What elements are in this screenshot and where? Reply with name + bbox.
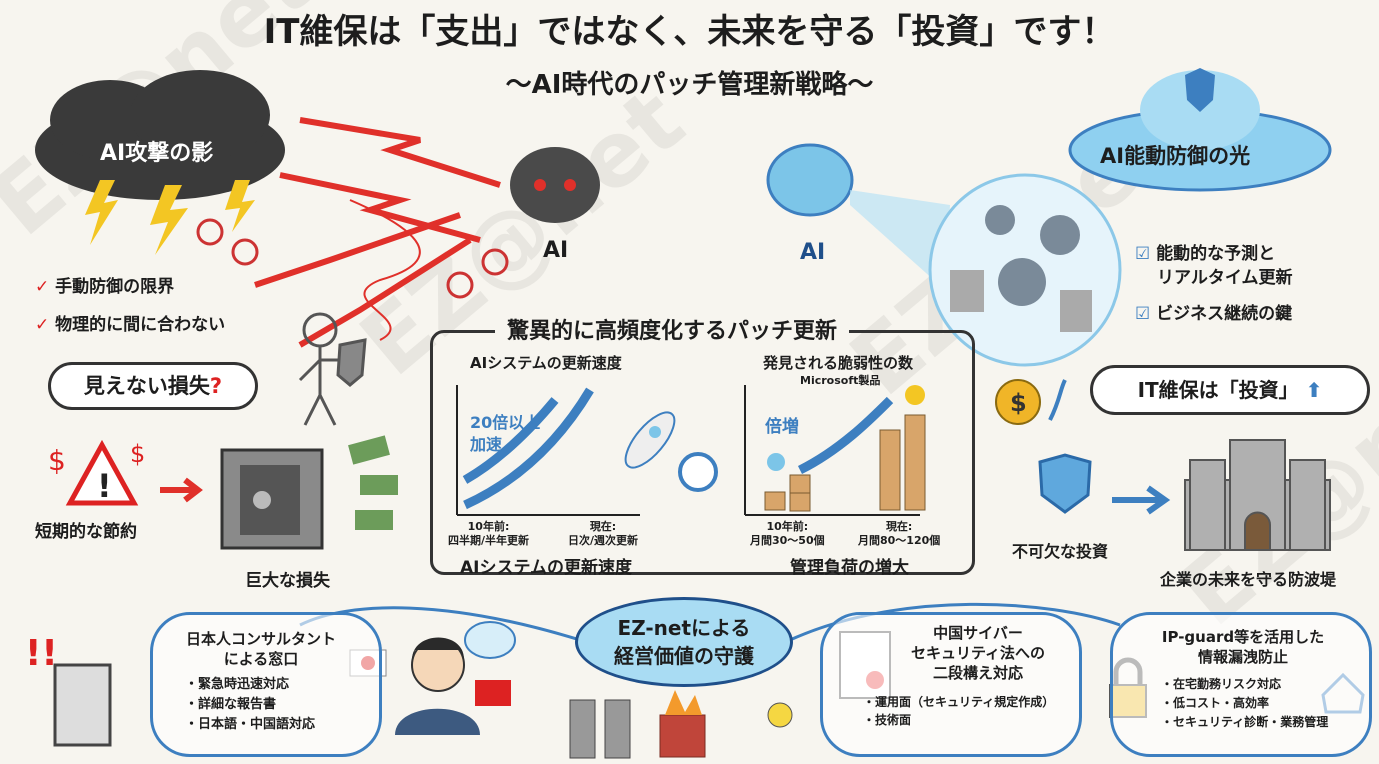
- svg-text:$: $: [1010, 389, 1027, 417]
- check-item: リアルタイム更新: [1157, 268, 1293, 288]
- list-item: ・技術面: [863, 713, 912, 727]
- clock-cycle-icon: [678, 452, 718, 492]
- svg-text:$: $: [130, 440, 145, 468]
- right-checklist: ☑ 能動的な予測と リアルタイム更新 ☑ ビジネス継続の鍵: [1135, 244, 1293, 324]
- broken-safe-icon: [220, 435, 398, 550]
- chart2-caption: 管理負荷の増大: [790, 558, 909, 578]
- check-item: 能動的な予測と: [1156, 244, 1276, 264]
- up-arrow-icon: ⬆: [1305, 378, 1323, 402]
- law-card: 中国サイバー セキュリティ法への 二段構え対応 ・運用面（セキュリティ規定作成）…: [820, 612, 1082, 757]
- rocket-icon: [624, 411, 676, 469]
- huge-loss-label: 巨大な損失: [245, 571, 330, 591]
- patch-heading: 驚異的に高頻度化するパッチ更新: [495, 313, 850, 345]
- chart1-title: AIシステムの更新速度: [470, 354, 622, 372]
- sad-face-icon: [767, 453, 785, 471]
- svg-text:$: $: [48, 444, 66, 477]
- shield-icon: [1185, 68, 1215, 112]
- investment-label: IT維保は「投資」: [1137, 378, 1299, 402]
- growth-arrow: [462, 397, 559, 484]
- chart2-x-right: 現在: 月間80〜120個: [858, 520, 941, 547]
- stopwatch-icon: [196, 218, 509, 299]
- lightning-arrows-icon: [254, 117, 501, 348]
- ipguard-card: IP-guard等を活用した 情報漏洩防止 ・在宅勤務リスク対応・低コスト・高効…: [1110, 612, 1372, 757]
- question-mark: ?: [209, 374, 223, 398]
- gear-icon: [950, 205, 1092, 332]
- hidden-loss-label: 見えない損失: [83, 374, 210, 398]
- check-item: 手動防御の限界: [55, 277, 175, 297]
- investment-bubble: IT維保は「投資」 ⬆: [1090, 365, 1370, 415]
- check-item: 物理的に間に合わない: [55, 315, 226, 335]
- chart1-x-left: 10年前: 四半期/半年更新: [448, 520, 530, 547]
- page-title: IT維保は「支出」ではなく、未来を守る「投資」です！: [263, 12, 1116, 52]
- list-item: ・緊急時迅速対応: [185, 677, 290, 692]
- ai-defender-label: AI: [800, 240, 826, 265]
- arrow-icon: [1112, 485, 1171, 515]
- red-brain-icon: [510, 147, 600, 223]
- svg-text:!!: !!: [25, 633, 58, 674]
- ipguard-title: IP-guard等を活用した 情報漏洩防止: [1161, 628, 1325, 666]
- blue-cloud-icon: [1068, 68, 1332, 192]
- consultant-list: ・緊急時迅速対応・詳細な報告書・日本語・中国語対応: [185, 675, 379, 735]
- list-item: ・低コスト・高効率: [1161, 696, 1270, 710]
- chart2-title: 発見される脆弱性の数: [763, 354, 914, 372]
- attack-cloud-label: AI攻撃の影: [100, 141, 214, 166]
- storm-cloud-icon: [35, 70, 285, 255]
- light-beam: [850, 190, 950, 290]
- chart2-subtitle: Microsoft製品: [800, 374, 881, 387]
- consultant-title: 日本人コンサルタント による窓口: [185, 630, 336, 668]
- growth-arrow: [463, 387, 594, 510]
- coin-icon: $: [995, 379, 1067, 425]
- law-title: 中国サイバー セキュリティ法への 二段構え対応: [910, 624, 1046, 682]
- list-item: ・在宅勤務リスク対応: [1161, 677, 1282, 691]
- chart2-annotation: 倍増: [765, 417, 799, 437]
- list-item: ・詳細な報告書: [185, 697, 277, 712]
- short-saving-label: 短期的な節約: [35, 522, 137, 542]
- chart1-x-right: 現在: 日次/週次更新: [568, 520, 639, 547]
- warning-icon: ! $ $: [48, 439, 145, 506]
- boxes-icon: [764, 414, 926, 512]
- consultant-card: 日本人コンサルタント による窓口 ・緊急時迅速対応・詳細な報告書・日本語・中国語…: [150, 612, 382, 757]
- list-item: ・セキュリティ診断・業務管理: [1161, 715, 1329, 729]
- law-list: ・運用面（セキュリティ規定作成） ・技術面: [863, 693, 1079, 729]
- page-subtitle: 〜AI時代のパッチ管理新戦略〜: [505, 70, 874, 100]
- hidden-loss-bubble: 見えない損失?: [48, 362, 258, 410]
- svg-text:!: !: [97, 467, 112, 505]
- server-icon: !!: [25, 633, 112, 747]
- chart2-x-left: 10年前: 月間30〜50個: [750, 520, 825, 547]
- chart1-caption: AIシステムの更新速度: [460, 558, 632, 578]
- arrow-icon: [160, 477, 203, 503]
- surprised-face-icon: [905, 385, 925, 405]
- list-item: ・日本語・中国語対応: [185, 717, 316, 732]
- chart1-axes: [456, 385, 926, 516]
- left-checklist: ✓ 手動防御の限界 ✓ 物理的に間に合わない: [35, 277, 226, 335]
- stressed-person-icon: [298, 312, 367, 426]
- castle-icon: [1184, 439, 1331, 551]
- check-item: ビジネス継続の鍵: [1156, 304, 1293, 324]
- essential-investment-label: 不可欠な投資: [1012, 542, 1109, 561]
- servers-firewall-icon: [569, 690, 793, 759]
- shield-icon: [1038, 453, 1092, 514]
- blue-brain-icon: [766, 143, 854, 217]
- ipguard-list: ・在宅勤務リスク対応・低コスト・高効率・セキュリティ診断・業務管理: [1161, 675, 1369, 732]
- growth-arrow: [797, 396, 894, 475]
- defense-cloud-label: AI能動防御の光: [1100, 144, 1251, 168]
- chart1-annotation: 20倍以上 加速: [470, 413, 541, 454]
- breakwater-label: 企業の未来を守る防波堤: [1160, 570, 1337, 589]
- list-item: ・運用面（セキュリティ規定作成）: [863, 695, 1055, 709]
- ai-attacker-label: AI: [543, 238, 569, 263]
- ez-net-hub: EZ-netによる 経営価値の守護: [575, 597, 793, 687]
